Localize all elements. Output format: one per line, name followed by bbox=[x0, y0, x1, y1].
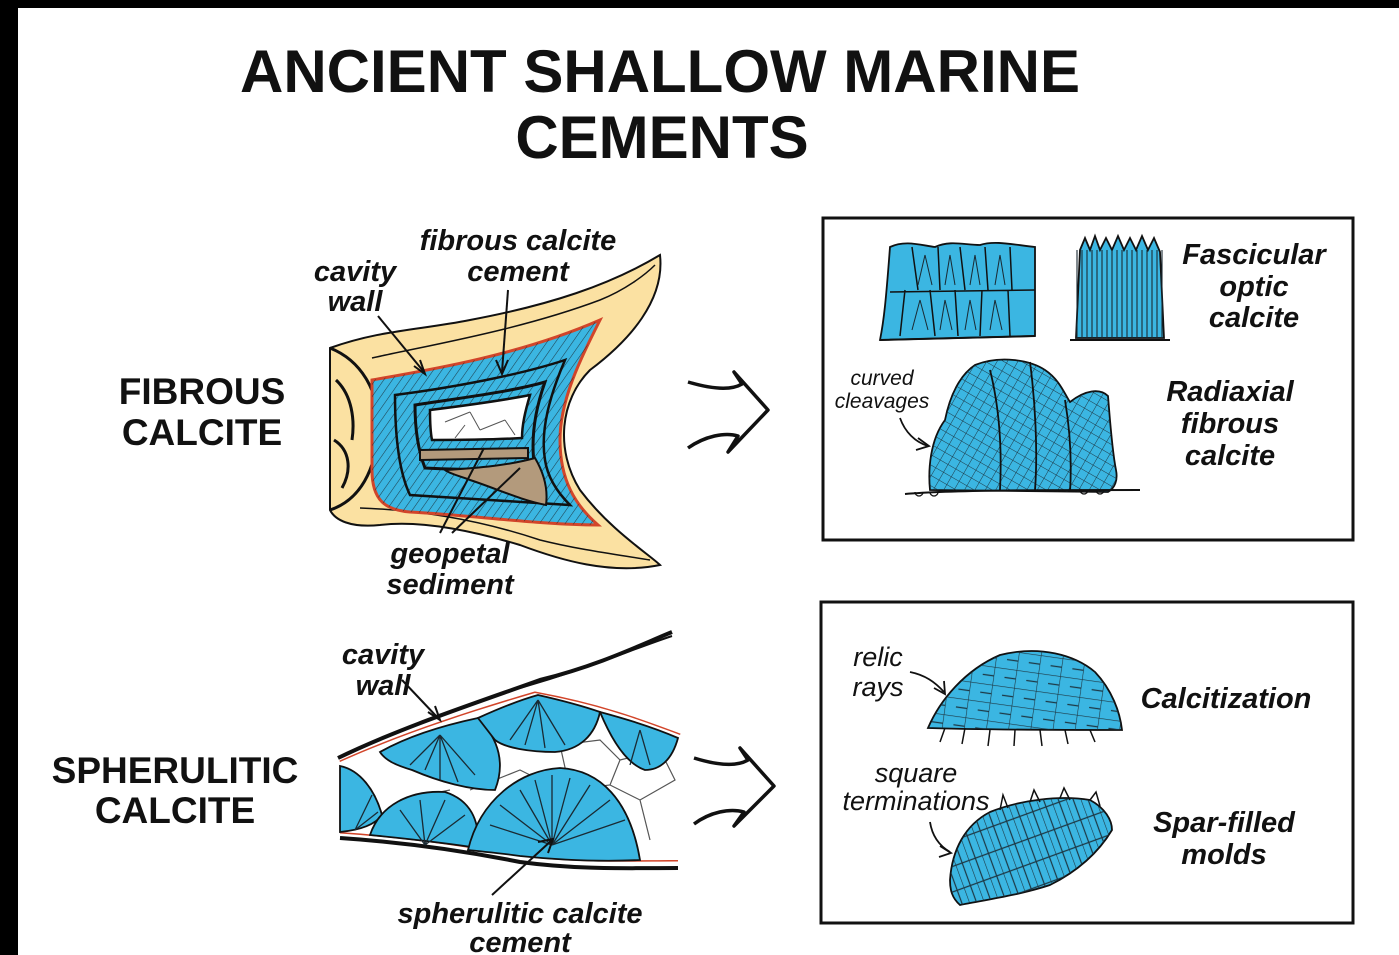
callout-fibrous-cement-line2: cement bbox=[467, 256, 570, 288]
label-calcitization: Calcitization bbox=[1141, 683, 1312, 715]
label-spar-filled-line1: Spar-filled bbox=[1153, 807, 1296, 839]
callout-geopetal-line2: sediment bbox=[386, 569, 515, 601]
callout-cavity-wall-line1: cavity bbox=[314, 256, 398, 288]
callout-cavity-wall-line2: wall bbox=[328, 286, 384, 318]
label-curved-cleavages-line2: cleavages bbox=[835, 390, 930, 413]
label-fascicular-line1: Fascicular bbox=[1182, 239, 1327, 271]
callout-sph-cavity-wall-line1: cavity bbox=[342, 639, 426, 671]
geopetal-sediment-floor bbox=[420, 448, 528, 460]
label-spar-filled-line2: molds bbox=[1181, 839, 1266, 871]
page-title-line2: CEMENTS bbox=[515, 104, 808, 171]
fibrous-section-label-line2: CALCITE bbox=[122, 412, 282, 453]
label-relic-rays-line1: relic bbox=[853, 642, 903, 672]
label-fascicular-line2: optic bbox=[1219, 271, 1288, 303]
callout-spherulitic-cement-line2: cement bbox=[469, 927, 572, 955]
callout-spherulitic-cement-line1: spherulitic calcite bbox=[398, 898, 643, 930]
label-square-terminations-line1: square bbox=[875, 758, 958, 788]
fascicular-crystals-left bbox=[880, 243, 1035, 340]
callout-sph-cavity-wall-line2: wall bbox=[356, 670, 412, 702]
label-curved-cleavages-line1: curved bbox=[850, 367, 914, 390]
label-radiaxial-line3: calcite bbox=[1185, 440, 1275, 472]
spherulitic-section-label-line1: SPHERULITIC bbox=[52, 750, 299, 791]
label-radiaxial-line2: fibrous bbox=[1181, 408, 1279, 440]
label-radiaxial-line1: Radiaxial bbox=[1166, 376, 1294, 408]
fascicular-crystals-right bbox=[1070, 236, 1170, 340]
label-square-terminations-line2: terminations bbox=[842, 786, 989, 816]
label-relic-rays-line2: rays bbox=[852, 672, 903, 702]
callout-geopetal-line1: geopetal bbox=[389, 538, 510, 570]
callout-fibrous-cement-line1: fibrous calcite bbox=[420, 225, 617, 257]
fibrous-section-label-line1: FIBROUS bbox=[119, 371, 286, 412]
spherulitic-section-label-line2: CALCITE bbox=[95, 790, 255, 831]
label-fascicular-line3: calcite bbox=[1209, 302, 1299, 334]
page-title-line1: ANCIENT SHALLOW MARINE bbox=[240, 38, 1080, 105]
